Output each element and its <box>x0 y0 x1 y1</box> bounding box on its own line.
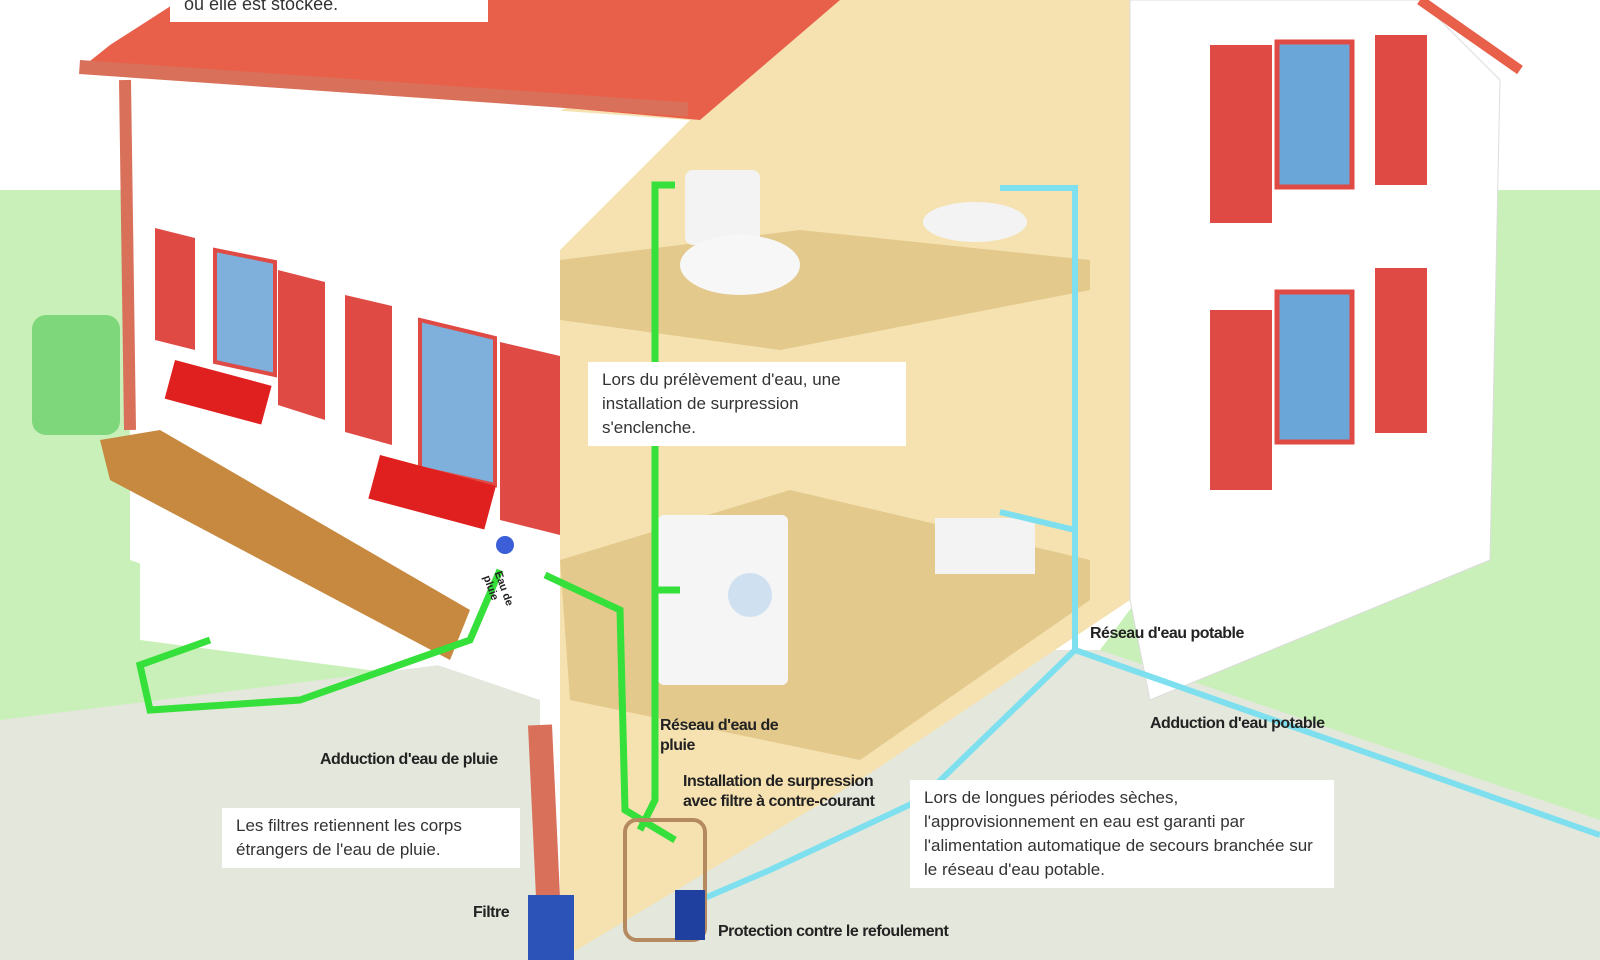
rain-water-pipes <box>135 181 680 844</box>
watering-can <box>32 315 120 435</box>
right-window-1 <box>1274 39 1355 190</box>
tap-handle-icon <box>496 536 514 554</box>
gutter <box>79 59 689 117</box>
potable-water-pipes <box>698 185 1600 903</box>
right-roof-edge <box>1417 0 1523 75</box>
label-potable-supply: Adduction d'eau potable <box>1150 715 1325 732</box>
garden-bed <box>100 430 470 660</box>
filter-icon <box>528 895 574 960</box>
left-window-2 <box>418 317 497 488</box>
callout-pressure: Lors du prélèvement d'eau, une installat… <box>588 362 906 446</box>
utility-sink <box>935 518 1035 574</box>
right-window-2 <box>1274 289 1355 445</box>
label-rain-supply: Adduction d'eau de pluie <box>320 751 498 768</box>
toilet <box>685 170 760 245</box>
pressure-unit <box>623 818 707 942</box>
callout-roof-storage: ou elle est stockée. <box>170 0 488 22</box>
toilet-bowl <box>680 235 800 295</box>
label-potable-network: Réseau d'eau potable <box>1090 625 1244 642</box>
left-shutters <box>155 228 560 535</box>
label-pressure-unit: Installation de surpression avec filtre … <box>683 773 875 810</box>
flower-box <box>368 455 496 530</box>
label-backflow: Protection contre le refoulement <box>718 923 949 940</box>
flower-box <box>164 360 272 425</box>
callout-backup: Lors de longues périodes sèches, l'appro… <box>910 780 1334 888</box>
backflow-valve <box>675 890 705 940</box>
roof <box>85 0 840 120</box>
left-window-1 <box>213 247 277 378</box>
right-shutters <box>1210 35 1427 490</box>
label-rain-network: Réseau d'eau de pluie <box>660 717 779 754</box>
callout-filters: Les filtres retiennent les corps étrange… <box>222 808 520 868</box>
washing-machine-door <box>728 573 772 617</box>
washing-machine <box>658 515 788 685</box>
downpipe <box>119 79 136 431</box>
label-filter: Filtre <box>473 904 510 921</box>
washbasin <box>923 202 1027 242</box>
